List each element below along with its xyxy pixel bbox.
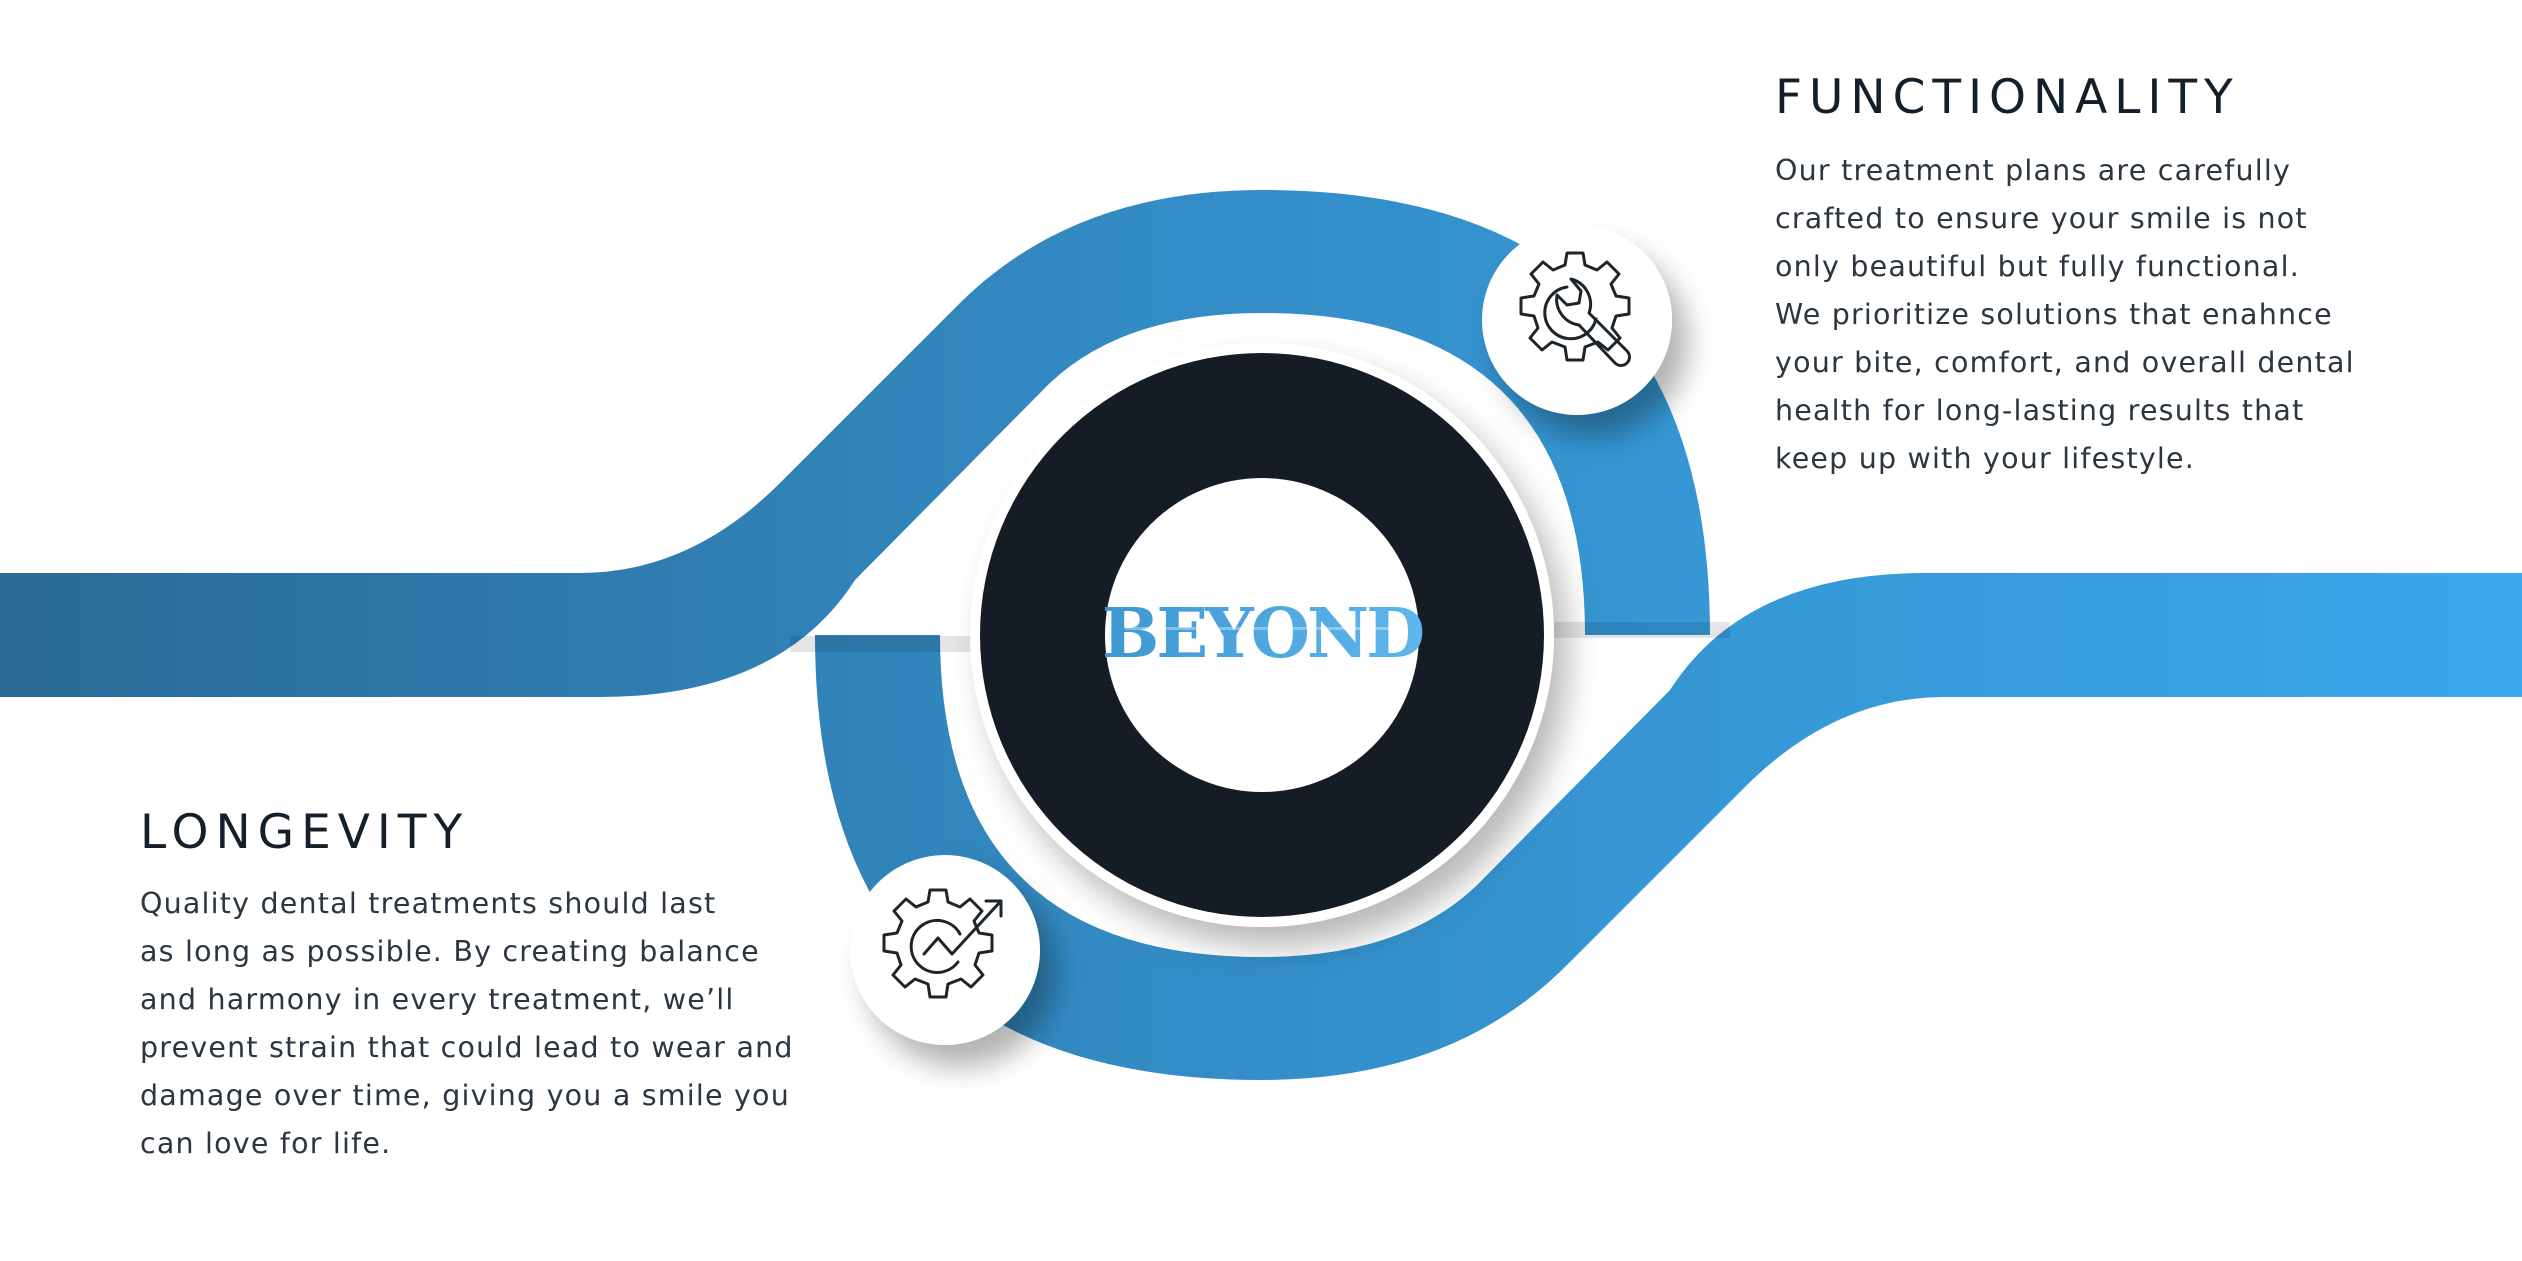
band-right <box>815 573 2522 1080</box>
functionality-line: crafted to ensure your smile is not <box>1775 202 2308 235</box>
logo-stripe <box>1125 627 1400 630</box>
functionality-description: Our treatment plans are carefully crafte… <box>1775 147 2355 483</box>
longevity-block: LONGEVITY Quality dental treatments shou… <box>140 805 794 1168</box>
band-shadow-left <box>790 636 980 652</box>
functionality-title: FUNCTIONALITY <box>1775 70 2240 125</box>
longevity-line: and harmony in every treatment, we’ll <box>140 983 735 1016</box>
band-shadow-right <box>1540 622 1730 638</box>
gear-growth-arrow-icon <box>882 888 1003 999</box>
functionality-line: Our treatment plans are carefully <box>1775 154 2292 187</box>
longevity-title: LONGEVITY <box>140 805 470 860</box>
longevity-line: can love for life. <box>140 1127 392 1160</box>
functionality-block: FUNCTIONALITY Our treatment plans are ca… <box>1775 70 2355 483</box>
functionality-line: health for long-lasting results that <box>1775 394 2305 427</box>
functionality-line: We prioritize solutions that enahnce <box>1775 298 2333 331</box>
longevity-line: damage over time, giving you a smile you <box>140 1079 790 1112</box>
center-ring <box>970 343 1554 927</box>
functionality-icon-badge <box>1482 225 1672 415</box>
functionality-line: keep up with your lifestyle. <box>1775 442 2195 475</box>
longevity-line: Quality dental treatments should last <box>140 887 717 920</box>
longevity-line: as long as possible. By creating balance <box>140 935 760 968</box>
band-left <box>0 190 1710 697</box>
brand-logo: BEYOND <box>1102 594 1423 674</box>
longevity-icon-badge <box>850 855 1040 1045</box>
longevity-description: Quality dental treatments should last as… <box>140 880 794 1168</box>
functionality-line: only beautiful but fully functional. <box>1775 250 2300 283</box>
functionality-line: your bite, comfort, and overall dental <box>1775 346 2355 379</box>
longevity-line: prevent strain that could lead to wear a… <box>140 1031 794 1064</box>
gear-wrench-icon <box>1519 251 1631 367</box>
